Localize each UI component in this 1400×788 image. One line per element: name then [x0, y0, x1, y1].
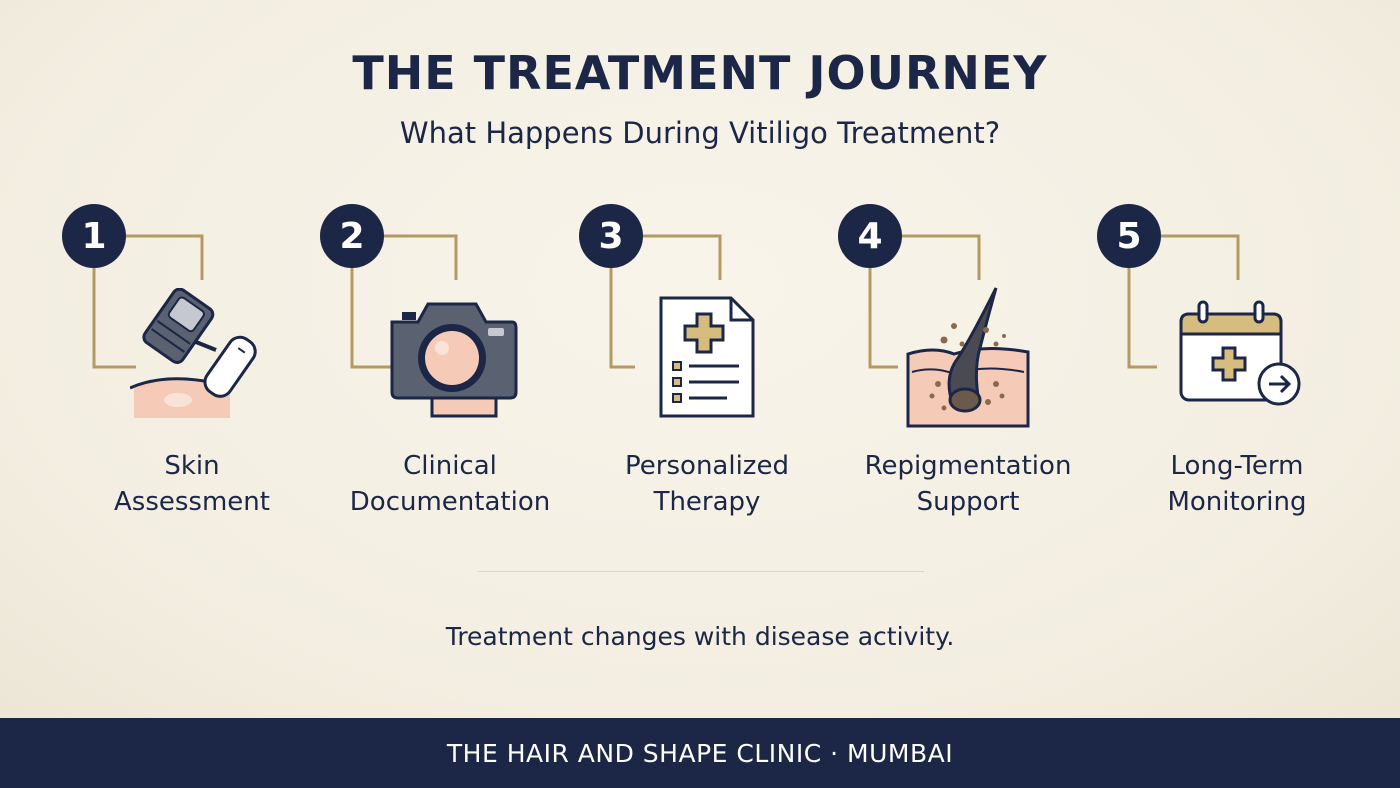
step-label: Repigmentation Support — [864, 451, 1072, 517]
step-connector — [868, 234, 981, 369]
page-subtitle: What Happens During Vitiligo Treatment? — [399, 116, 1001, 150]
step-label: Personalized Therapy — [625, 451, 789, 517]
step-number-badge: 2 — [320, 204, 384, 268]
step-2: 2 Clinical Documentation — [320, 204, 580, 534]
step-4: 4 Repigmentation Support — [838, 204, 1098, 534]
page-title: THE TREATMENT JOURNEY — [352, 46, 1048, 100]
step-5: 5 Long-Term Monitoring — [1097, 204, 1357, 534]
step-1: 1 Skin Assessment — [62, 204, 322, 534]
step-3: 3 Personalized Therapy — [579, 204, 839, 534]
step-number-badge: 3 — [579, 204, 643, 268]
step-connector — [1127, 234, 1240, 369]
step-connector — [92, 234, 204, 369]
step-connector — [350, 234, 458, 369]
divider — [478, 571, 924, 572]
step-label: Clinical Documentation — [349, 451, 551, 517]
step-connector — [609, 234, 722, 369]
dermatoscope-icon — [130, 288, 257, 418]
footer-bar: THE HAIR AND SHAPE CLINIC · MUMBAI — [0, 718, 1400, 788]
step-number-badge: 5 — [1097, 204, 1161, 268]
step-label: Skin Assessment — [114, 451, 270, 517]
calendar-followup-icon — [1179, 300, 1301, 406]
hair-follicle-icon — [906, 287, 1030, 428]
camera-icon — [390, 302, 518, 418]
medical-plan-icon — [659, 296, 755, 418]
step-number-badge: 4 — [838, 204, 902, 268]
step-number-badge: 1 — [62, 204, 126, 268]
step-label: Long-Term Monitoring — [1167, 451, 1307, 517]
footnote: Treatment changes with disease activity. — [445, 622, 955, 651]
footer-text: THE HAIR AND SHAPE CLINIC · MUMBAI — [446, 738, 954, 768]
